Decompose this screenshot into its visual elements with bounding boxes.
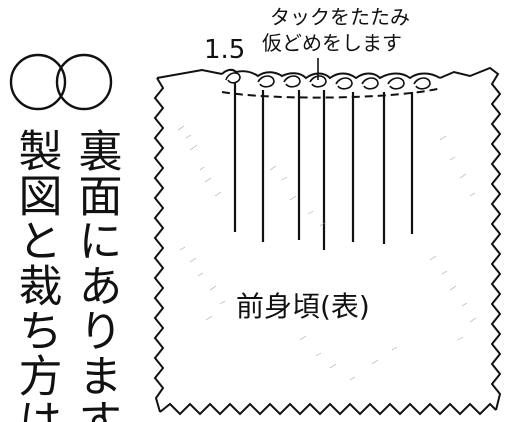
side-note-right-column: 裏面にあります <box>71 128 122 422</box>
fabric-texture <box>177 125 477 381</box>
fabric-right-edge <box>439 66 502 411</box>
basting-line <box>221 87 443 99</box>
fabric-bottom-edge <box>159 402 497 416</box>
fabric-top-edge <box>221 68 441 80</box>
tuck-folds <box>225 72 431 90</box>
instruction-line-1: タックをたたみ <box>270 5 410 29</box>
tuck-lines <box>233 82 414 250</box>
double-circle-mark-icon <box>9 53 113 111</box>
piece-label: 前身頃(表) <box>236 290 370 323</box>
instruction-line-2: 仮どめをします <box>262 31 402 55</box>
side-note-left-column: 製図と裁ち方は <box>11 128 62 422</box>
measurement-label: 1.5 <box>204 35 245 65</box>
fabric-piece <box>153 66 502 416</box>
fabric-left-edge <box>153 68 223 413</box>
